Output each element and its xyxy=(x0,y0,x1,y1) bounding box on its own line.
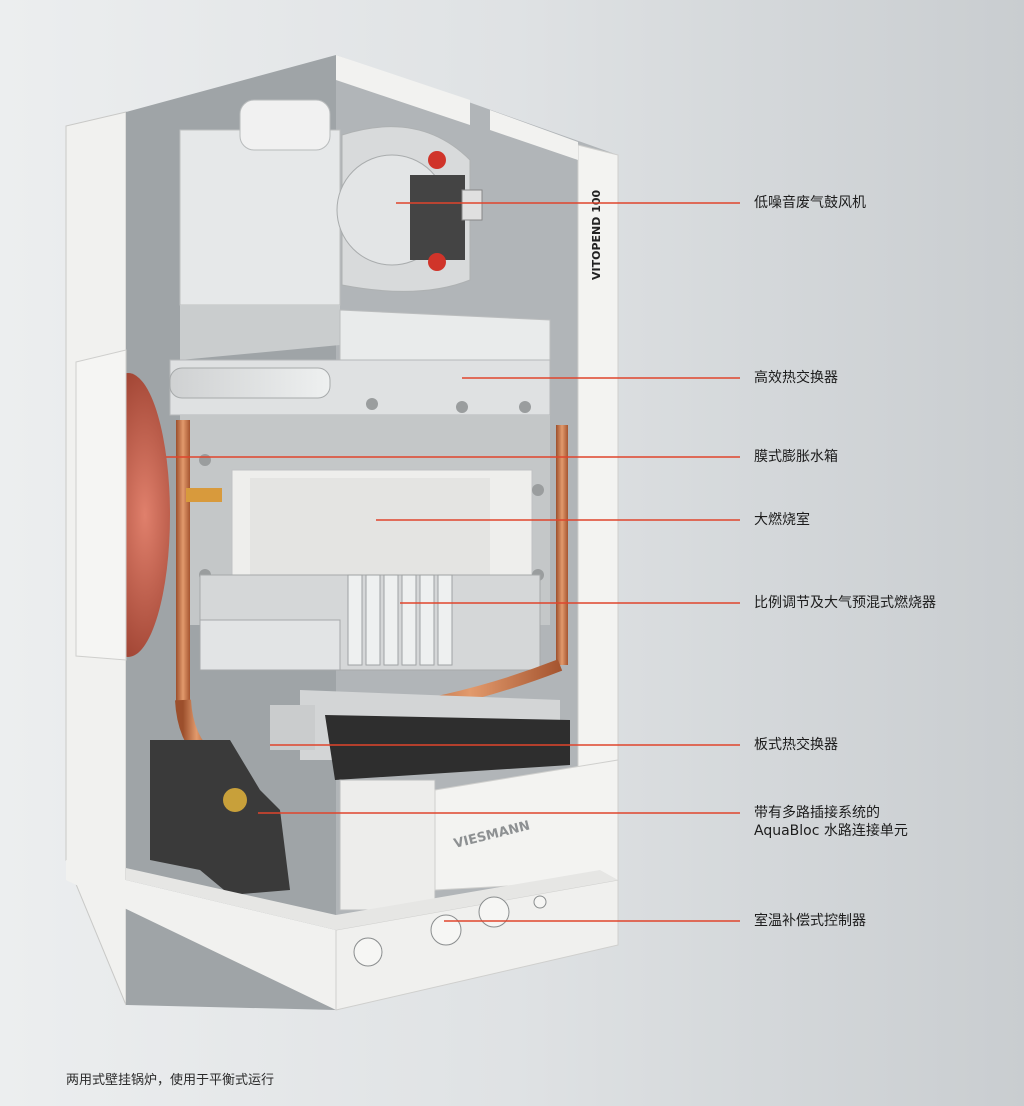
leader-lines xyxy=(166,202,740,922)
heat-exchanger xyxy=(169,305,551,416)
expansion-tank xyxy=(75,349,170,661)
label-text: 比例调节及大气预混式燃烧器 xyxy=(754,595,936,611)
aquabloc-unit xyxy=(150,705,315,895)
label-text: 室温补偿式控制器 xyxy=(754,913,866,929)
burner xyxy=(199,574,541,671)
figure-caption: 两用式壁挂锅炉，使用于平衡式运行 xyxy=(66,1073,275,1088)
label-fan: 低噪音废气鼓风机 xyxy=(754,194,866,212)
label-text: 高效热交换器 xyxy=(754,370,838,386)
room-controller xyxy=(353,895,547,967)
label-aquabloc: 带有多路插接系统的 AquaBloc 水路连接单元 xyxy=(754,804,908,840)
label-controller: 室温补偿式控制器 xyxy=(754,912,866,930)
label-text: 膜式膨胀水箱 xyxy=(754,449,838,465)
plate-heat-exchanger xyxy=(300,690,570,911)
label-text: 板式热交换器 xyxy=(754,737,838,753)
label-text: 带有多路插接系统的 xyxy=(754,805,880,821)
front-panel xyxy=(66,759,619,1011)
label-heat-exchanger: 高效热交换器 xyxy=(754,369,838,387)
label-burner: 比例调节及大气预混式燃烧器 xyxy=(754,594,936,612)
label-expansion-tank: 膜式膨胀水箱 xyxy=(754,448,838,466)
label-text-line2: AquaBloc 水路连接单元 xyxy=(754,823,908,839)
label-text: 大燃烧室 xyxy=(754,512,810,528)
label-combustion-chamber: 大燃烧室 xyxy=(754,511,810,529)
label-text: 低噪音废气鼓风机 xyxy=(754,195,866,211)
exhaust-fan xyxy=(179,99,483,306)
label-plate-exchanger: 板式热交换器 xyxy=(754,736,838,754)
model-text: VITOPEND 100 xyxy=(590,189,603,280)
